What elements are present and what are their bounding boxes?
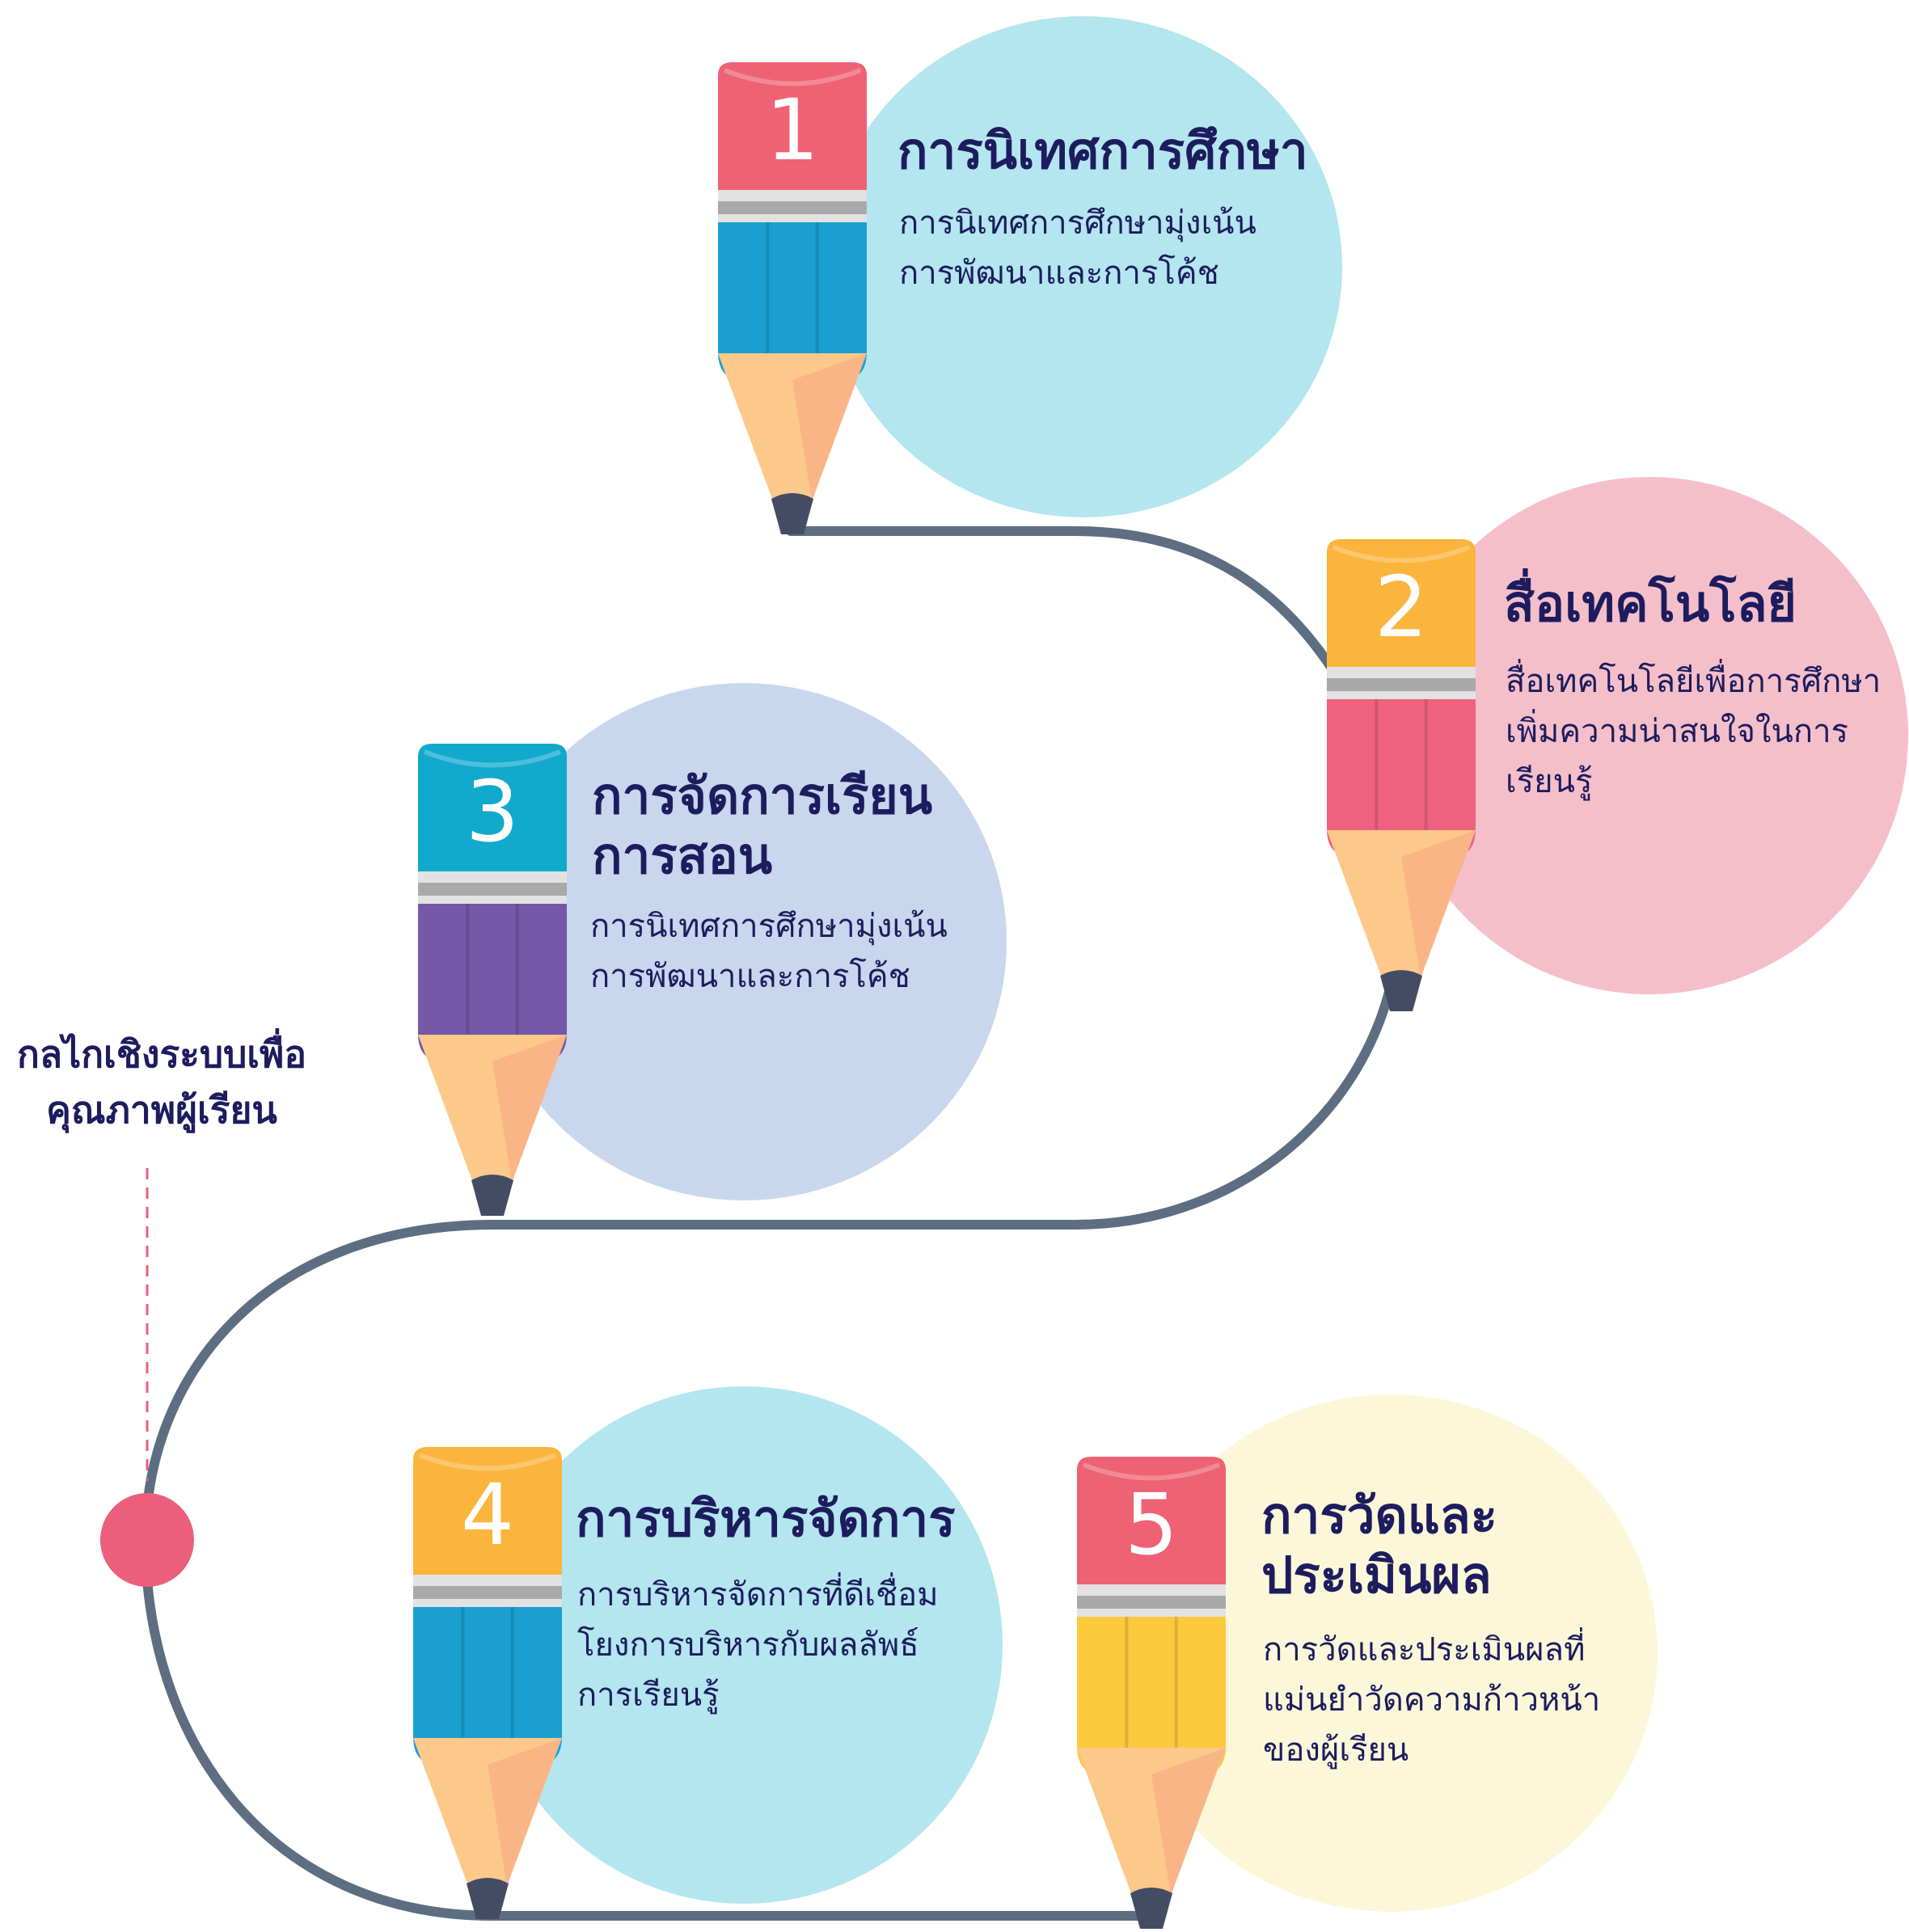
pencil-band-light	[413, 1575, 562, 1586]
pencil-band-dark	[1077, 1596, 1226, 1609]
pencil-wood-shade	[488, 1738, 562, 1886]
pencil-cap-shine	[1332, 545, 1471, 563]
pencil-tip	[1380, 970, 1422, 1011]
pencil-band-dark	[1327, 678, 1476, 691]
pencil-band-light	[1327, 667, 1476, 678]
step-2-circle	[1391, 477, 1908, 994]
step-1-pencil: 1	[718, 62, 867, 534]
step-5-title-line-2: ประเมินผล	[1261, 1546, 1492, 1605]
step-1-desc-line-1: การนิเทศการศึกษามุ่งเน้น	[899, 205, 1256, 242]
step-3-title-line-1: การจัดการเรียน	[592, 766, 933, 825]
step-3-circle	[481, 683, 1007, 1200]
step-2-title: สื่อเทคโนโลยี	[1504, 574, 1797, 634]
step-1-description: การนิเทศการศึกษามุ่งเน้น การพัฒนาและการโ…	[899, 198, 1256, 298]
step-number: 2	[1375, 558, 1428, 656]
step-2-pencil: 2	[1327, 539, 1476, 1011]
pencil-cap	[1327, 539, 1476, 667]
root-label-line-2: คุณภาพผู้เรียน	[46, 1088, 277, 1132]
pencil-tip	[1130, 1888, 1172, 1929]
pencil-band-light-2	[1327, 691, 1476, 699]
root-node	[100, 1493, 194, 1587]
pencil-cap-shine	[1082, 1462, 1221, 1481]
step-4-desc-line-2: โยงการบริหารกับผลลัพธ์	[577, 1626, 919, 1664]
pencil-cap	[413, 1447, 562, 1575]
pencil-cap-shine	[423, 749, 562, 768]
pencil-cap-shine	[723, 68, 862, 86]
step-number: 1	[766, 81, 819, 179]
step-number: 4	[461, 1466, 514, 1564]
step-2-desc-line-2: เพิ่มความน่าสนใจในการ	[1506, 713, 1849, 750]
pencil-band-light	[1077, 1584, 1226, 1596]
step-2-desc-line-3: เรียนรู้	[1506, 763, 1593, 800]
step-3-title: การจัดการเรียน การสอน	[592, 766, 932, 887]
pencil-cap	[1077, 1457, 1226, 1584]
root-label: กลไกเชิงระบบเพื่อ คุณภาพผู้เรียน	[8, 1027, 315, 1138]
step-4-title-line-1: การบริหารจัดการ	[576, 1489, 956, 1548]
pencil-band-dark	[413, 1586, 562, 1599]
pencil-band-light	[418, 871, 567, 883]
pencil-body	[418, 904, 567, 1061]
pencil-wood-shade	[492, 1035, 567, 1183]
step-4-description: การบริหารจัดการที่ดีเชื่อม โยงการบริหารก…	[577, 1570, 938, 1720]
pencil-band-light-2	[1077, 1609, 1226, 1617]
step-5-desc-line-2: แม่นยำวัดความก้าวหน้า	[1263, 1681, 1601, 1719]
pencil-cap	[418, 744, 567, 871]
step-5-title: การวัดและ ประเมินผล	[1261, 1486, 1497, 1606]
pencil-wood-shade	[792, 353, 867, 501]
step-5-description: การวัดและประเมินผลที่ แม่นยำวัดความก้าวห…	[1263, 1625, 1600, 1775]
step-2-description: สื่อเทคโนโลยีเพื่อการศึกษา เพิ่มความน่าส…	[1506, 656, 1881, 807]
step-4-desc-line-3: การเรียนรู้	[577, 1677, 720, 1714]
pencil-band-dark	[718, 201, 867, 214]
step-3-pencil: 3	[418, 744, 567, 1216]
step-1-title-line-1: การนิเทศการศึกษา	[897, 121, 1308, 180]
pencil-body	[1327, 699, 1476, 857]
step-2-title-line-1: สื่อเทคโนโลยี	[1504, 574, 1797, 633]
step-number: 3	[466, 762, 519, 861]
pencil-band-light-2	[718, 214, 867, 222]
pencil-body	[718, 222, 867, 380]
root-label-line-1: กลไกเชิงระบบเพื่อ	[17, 1032, 306, 1076]
pencil-band-light-2	[418, 896, 567, 904]
step-3-desc-line-1: การนิเทศการศึกษามุ่งเน้น	[590, 908, 948, 945]
pencil-body	[1077, 1617, 1226, 1774]
step-4-title: การบริหารจัดการ	[576, 1489, 956, 1549]
step-5-desc-line-3: ของผู้เรียน	[1263, 1732, 1409, 1769]
step-number: 5	[1125, 1475, 1178, 1574]
pencil-wood-shade	[1151, 1748, 1226, 1896]
pencil-body	[413, 1607, 562, 1765]
pencil-tip	[771, 493, 813, 534]
pencil-wood-shade	[1401, 830, 1476, 978]
pencil-band-dark	[418, 883, 567, 896]
step-5-pencil: 5	[1077, 1457, 1226, 1929]
step-4-circle	[485, 1386, 1003, 1904]
step-4-pencil: 4	[413, 1447, 562, 1919]
step-3-title-line-2: การสอน	[592, 826, 773, 886]
step-1-circle	[825, 16, 1342, 517]
step-5-desc-line-1: การวัดและประเมินผลที่	[1263, 1631, 1586, 1668]
pencil-tip	[471, 1175, 513, 1216]
step-3-desc-line-2: การพัฒนาและการโค้ช	[590, 958, 910, 995]
step-2-desc-line-1: สื่อเทคโนโลยีเพื่อการศึกษา	[1506, 663, 1882, 700]
pencil-cap-shine	[418, 1453, 557, 1471]
step-4-desc-line-1: การบริหารจัดการที่ดีเชื่อม	[577, 1576, 939, 1614]
step-3-description: การนิเทศการศึกษามุ่งเน้น การพัฒนาและการโ…	[590, 901, 948, 1002]
step-1-title: การนิเทศการศึกษา	[897, 121, 1308, 181]
pencil-band-light	[718, 190, 867, 201]
step-1-desc-line-2: การพัฒนาและการโค้ช	[899, 255, 1219, 292]
step-5-title-line-1: การวัดและ	[1261, 1486, 1497, 1545]
pencil-tip	[467, 1878, 509, 1919]
pencil-cap	[718, 62, 867, 190]
pencil-band-light-2	[413, 1599, 562, 1607]
